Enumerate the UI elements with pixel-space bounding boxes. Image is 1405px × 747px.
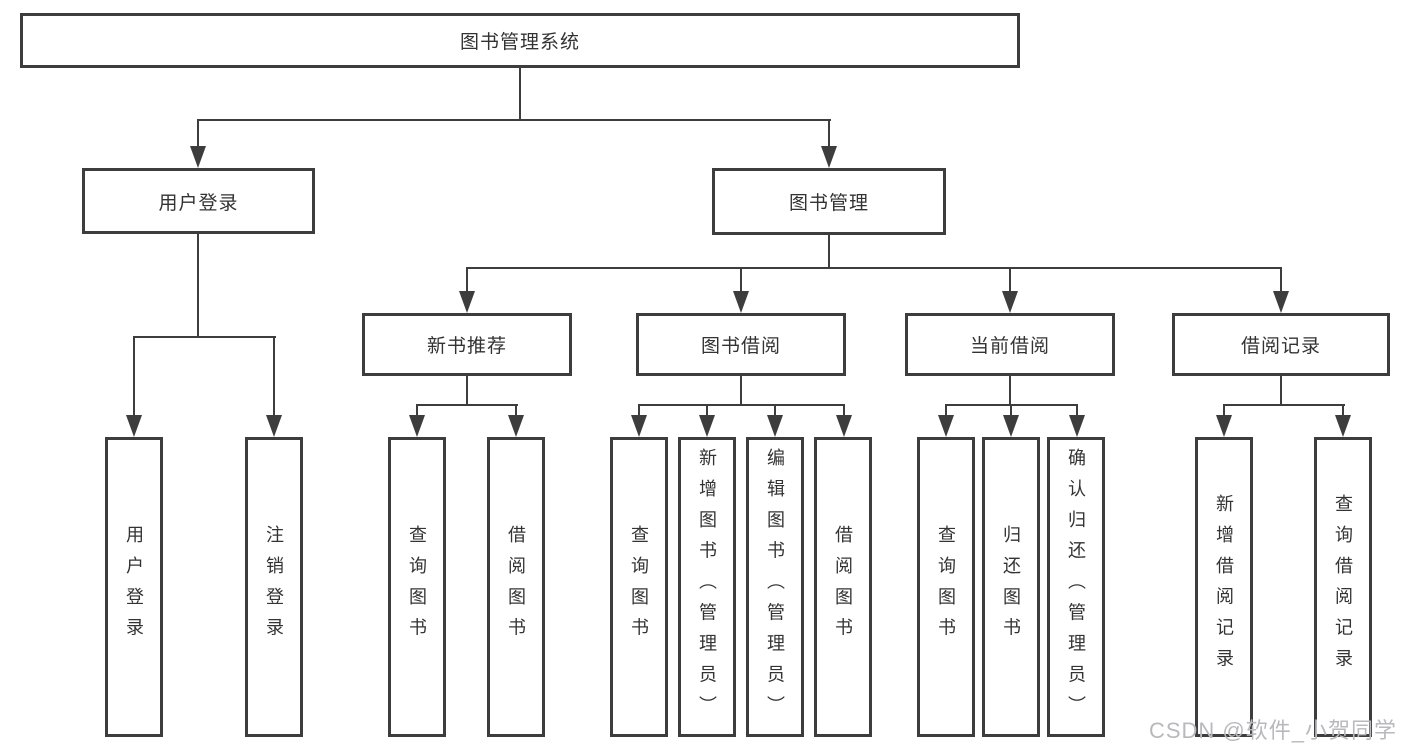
leaf-user-login: 用户登录 (105, 437, 163, 737)
arrow-down-icon (733, 291, 749, 313)
leaf-borrow-books-recommend-label: 借阅图书 (506, 525, 526, 649)
leaf-edit-book-admin-label: 编辑图书（管理员） (765, 447, 785, 727)
leaf-confirm-return-admin-label: 确认归还（管理员） (1066, 447, 1086, 727)
connector-line (1076, 404, 1078, 420)
leaf-return-books: 归还图书 (982, 437, 1040, 737)
leaf-add-book-admin-label: 新增图书（管理员） (697, 447, 717, 727)
arrow-down-icon (1002, 291, 1018, 313)
arrow-down-icon (126, 415, 142, 437)
node-book-borrowing-label: 图书借阅 (700, 336, 781, 357)
connector-line (828, 119, 830, 153)
leaf-logout-login: 注销登录 (245, 437, 303, 737)
leaf-add-borrow-record-label: 新增借阅记录 (1214, 494, 1234, 680)
connector-line (1009, 374, 1011, 406)
connector-line (133, 336, 276, 338)
connector-line (828, 233, 830, 269)
arrow-down-icon (1003, 415, 1019, 437)
node-book-management-label: 图书管理 (788, 193, 869, 214)
arrow-down-icon (836, 415, 852, 437)
connector-line (1010, 404, 1012, 420)
leaf-query-books-current-label: 查询图书 (936, 525, 956, 649)
connector-line (133, 336, 135, 420)
arrow-down-icon (266, 415, 282, 437)
node-book-borrowing: 图书借阅 (636, 313, 846, 376)
node-root-system-label: 图书管理系统 (459, 32, 580, 53)
connector-line (843, 404, 845, 420)
connector-line (515, 404, 517, 420)
arrow-down-icon (409, 415, 425, 437)
arrow-down-icon (1069, 415, 1085, 437)
node-new-book-recommendation-label: 新书推荐 (426, 336, 507, 357)
leaf-query-books-recommend: 查询图书 (388, 437, 446, 737)
arrow-down-icon (1335, 415, 1351, 437)
arrow-down-icon (631, 415, 647, 437)
leaf-borrow-books-recommend: 借阅图书 (487, 437, 545, 737)
leaf-add-book-admin: 新增图书（管理员） (678, 437, 736, 737)
connector-line (519, 66, 521, 121)
leaf-query-borrow-record: 查询借阅记录 (1314, 437, 1372, 737)
node-borrowing-records: 借阅记录 (1172, 313, 1390, 376)
leaf-edit-book-admin: 编辑图书（管理员） (746, 437, 804, 737)
arrow-down-icon (508, 415, 524, 437)
arrow-down-icon (821, 146, 837, 168)
leaf-query-borrow-record-label: 查询借阅记录 (1333, 494, 1353, 680)
connector-line (197, 119, 199, 153)
arrow-down-icon (459, 291, 475, 313)
leaf-query-books-borrow: 查询图书 (610, 437, 668, 737)
connector-line (1009, 267, 1011, 295)
connector-line (638, 404, 845, 406)
connector-line (1280, 374, 1282, 406)
arrow-down-icon (1216, 415, 1232, 437)
connector-line (197, 231, 199, 338)
connector-line (945, 404, 947, 420)
node-root-system: 图书管理系统 (20, 13, 1020, 68)
leaf-user-login-label: 用户登录 (124, 525, 144, 649)
connector-line (1223, 404, 1225, 420)
connector-line (466, 267, 468, 295)
leaf-return-books-label: 归还图书 (1001, 525, 1021, 649)
node-borrowing-records-label: 借阅记录 (1240, 336, 1321, 357)
connector-line (1342, 404, 1344, 420)
leaf-add-borrow-record: 新增借阅记录 (1195, 437, 1253, 737)
arrow-down-icon (767, 415, 783, 437)
connector-line (706, 404, 708, 420)
connector-line (774, 404, 776, 420)
node-new-book-recommendation: 新书推荐 (362, 313, 572, 376)
leaf-confirm-return-admin: 确认归还（管理员） (1047, 437, 1105, 737)
connector-line (197, 119, 831, 121)
connector-line (1223, 404, 1345, 406)
leaf-borrow-books-borrow: 借阅图书 (814, 437, 872, 737)
leaf-query-books-recommend-label: 查询图书 (407, 525, 427, 649)
node-current-borrowing-label: 当前借阅 (969, 336, 1050, 357)
connector-line (466, 267, 1282, 269)
node-user-login: 用户登录 (82, 168, 315, 234)
node-current-borrowing: 当前借阅 (905, 313, 1115, 376)
connector-line (1280, 267, 1282, 295)
connector-line (638, 404, 640, 420)
arrow-down-icon (190, 146, 206, 168)
connector-line (740, 374, 742, 406)
arrow-down-icon (1273, 291, 1289, 313)
arrow-down-icon (699, 415, 715, 437)
connector-line (740, 267, 742, 295)
leaf-query-books-current: 查询图书 (917, 437, 975, 737)
connector-line (273, 336, 275, 420)
node-user-login-label: 用户登录 (158, 192, 239, 214)
connector-line (466, 374, 468, 406)
node-book-management: 图书管理 (712, 168, 946, 235)
arrow-down-icon (938, 415, 954, 437)
connector-line (416, 404, 418, 420)
leaf-borrow-books-borrow-label: 借阅图书 (833, 525, 853, 649)
leaf-logout-login-label: 注销登录 (264, 525, 284, 649)
leaf-query-books-borrow-label: 查询图书 (629, 525, 649, 649)
connector-line (416, 404, 518, 406)
